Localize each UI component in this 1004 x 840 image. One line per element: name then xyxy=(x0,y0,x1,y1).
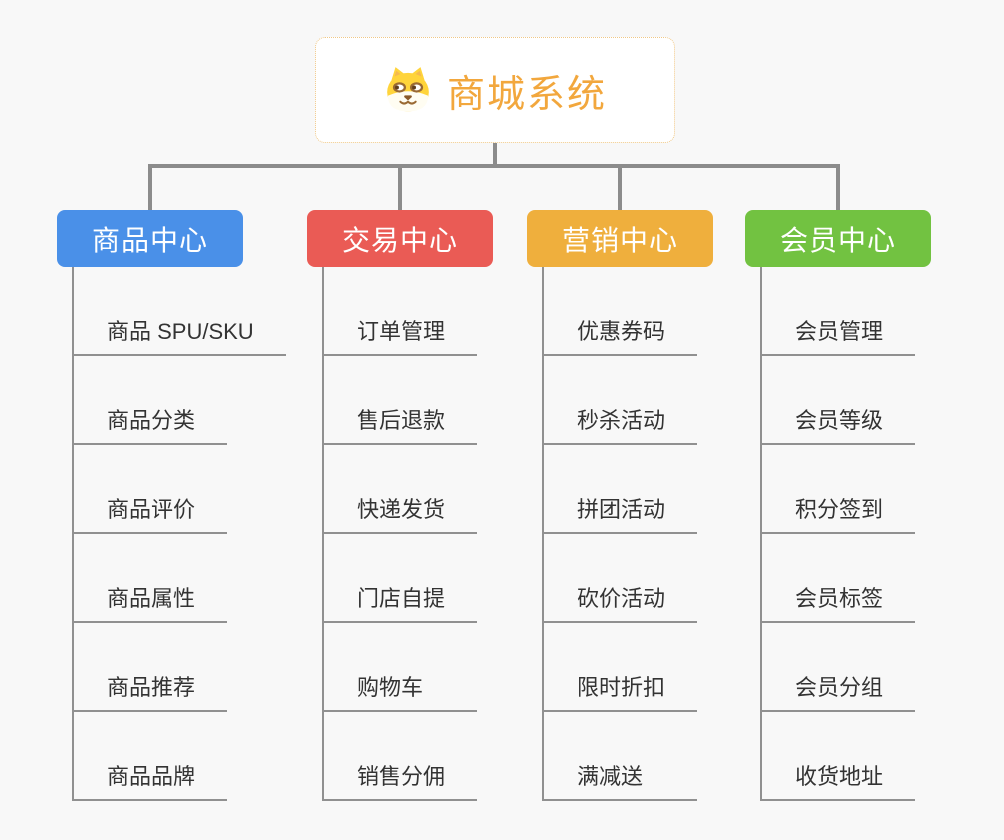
leaf-label: 会员标签 xyxy=(760,581,916,623)
leaf-label: 商品推荐 xyxy=(72,670,228,712)
branch-label: 营销中心 xyxy=(561,224,678,256)
leaf-item[interactable]: 商品推荐 xyxy=(72,623,332,712)
leaf-item[interactable]: 门店自提 xyxy=(322,534,582,623)
leaf-label: 购物车 xyxy=(322,670,477,712)
leaf-label: 优惠券码 xyxy=(542,314,698,356)
connector-drop-product xyxy=(148,166,152,210)
connector-drop-marketing xyxy=(618,166,622,210)
leaf-label: 商品品牌 xyxy=(72,759,228,801)
branch-label: 会员中心 xyxy=(779,224,896,256)
leaf-label: 满减送 xyxy=(542,759,697,801)
leaf-item[interactable]: 拼团活动 xyxy=(542,445,802,534)
branch-label: 交易中心 xyxy=(341,224,458,256)
leaf-label: 拼团活动 xyxy=(542,492,698,534)
branch-node-trade-center[interactable]: 交易中心 xyxy=(307,210,493,267)
leaf-item[interactable]: 满减送 xyxy=(542,712,802,801)
branch-node-product-center[interactable]: 商品中心 xyxy=(57,210,243,267)
connector-horizontal-bus xyxy=(148,164,840,168)
leaf-label: 商品评价 xyxy=(72,492,228,534)
leaf-label: 积分签到 xyxy=(760,492,916,534)
leaf-item[interactable]: 购物车 xyxy=(322,623,582,712)
leaf-label: 门店自提 xyxy=(322,581,478,623)
leaf-item[interactable]: 订单管理 xyxy=(322,267,582,356)
connector-root-stem xyxy=(493,143,497,166)
leaf-item[interactable]: 商品评价 xyxy=(72,445,332,534)
leaf-item[interactable]: 砍价活动 xyxy=(542,534,802,623)
leaf-item[interactable]: 积分签到 xyxy=(760,445,1004,534)
connector-drop-trade xyxy=(398,166,402,210)
leaf-item[interactable]: 商品属性 xyxy=(72,534,332,623)
leaf-label: 会员分组 xyxy=(760,670,916,712)
leaf-item[interactable]: 会员标签 xyxy=(760,534,1004,623)
root-node-mall-system[interactable]: 商城系统 xyxy=(315,37,675,143)
leaf-item[interactable]: 商品 SPU/SKU xyxy=(72,267,332,356)
leaf-item[interactable]: 销售分佣 xyxy=(322,712,582,801)
leaf-item[interactable]: 会员分组 xyxy=(760,623,1004,712)
leaf-item[interactable]: 会员等级 xyxy=(760,356,1004,445)
leaf-item[interactable]: 限时折扣 xyxy=(542,623,802,712)
leaf-item[interactable]: 优惠券码 xyxy=(542,267,802,356)
leaf-label: 订单管理 xyxy=(322,314,478,356)
branch-node-marketing-center[interactable]: 营销中心 xyxy=(527,210,713,267)
leaf-item[interactable]: 收货地址 xyxy=(760,712,1004,801)
leaf-label: 销售分佣 xyxy=(322,759,478,801)
leaf-item[interactable]: 会员管理 xyxy=(760,267,1004,356)
connector-trunk-marketing xyxy=(542,267,544,801)
leaf-label: 商品属性 xyxy=(72,581,228,623)
leaf-item[interactable]: 快递发货 xyxy=(322,445,582,534)
leaf-item[interactable]: 商品分类 xyxy=(72,356,332,445)
leaf-label: 商品 SPU/SKU xyxy=(72,314,286,356)
leaf-column-marketing: 优惠券码 秒杀活动 拼团活动 砍价活动 限时折扣 满减送 xyxy=(542,267,802,801)
leaf-label: 快递发货 xyxy=(322,492,478,534)
leaf-label: 会员管理 xyxy=(760,314,916,356)
connector-drop-member xyxy=(836,166,840,210)
leaf-item[interactable]: 售后退款 xyxy=(322,356,582,445)
leaf-label: 收货地址 xyxy=(760,759,916,801)
connector-trunk-trade xyxy=(322,267,324,801)
leaf-column-member: 会员管理 会员等级 积分签到 会员标签 会员分组 收货地址 xyxy=(760,267,1004,801)
leaf-label: 秒杀活动 xyxy=(542,403,698,445)
leaf-label: 商品分类 xyxy=(72,403,228,445)
leaf-item[interactable]: 商品品牌 xyxy=(72,712,332,801)
branch-node-member-center[interactable]: 会员中心 xyxy=(745,210,931,267)
root-title: 商城系统 xyxy=(446,73,607,116)
leaf-label: 售后退款 xyxy=(322,403,478,445)
leaf-label: 会员等级 xyxy=(760,403,916,445)
leaf-column-trade: 订单管理 售后退款 快递发货 门店自提 购物车 销售分佣 xyxy=(322,267,582,801)
leaf-column-product: 商品 SPU/SKU 商品分类 商品评价 商品属性 商品推荐 商品品牌 xyxy=(72,267,332,801)
dog-face-icon xyxy=(383,65,433,115)
connector-trunk-product xyxy=(72,267,74,801)
leaf-label: 限时折扣 xyxy=(542,670,698,712)
branch-label: 商品中心 xyxy=(91,224,208,256)
leaf-label: 砍价活动 xyxy=(542,581,698,623)
connector-trunk-member xyxy=(760,267,762,801)
leaf-item[interactable]: 秒杀活动 xyxy=(542,356,802,445)
